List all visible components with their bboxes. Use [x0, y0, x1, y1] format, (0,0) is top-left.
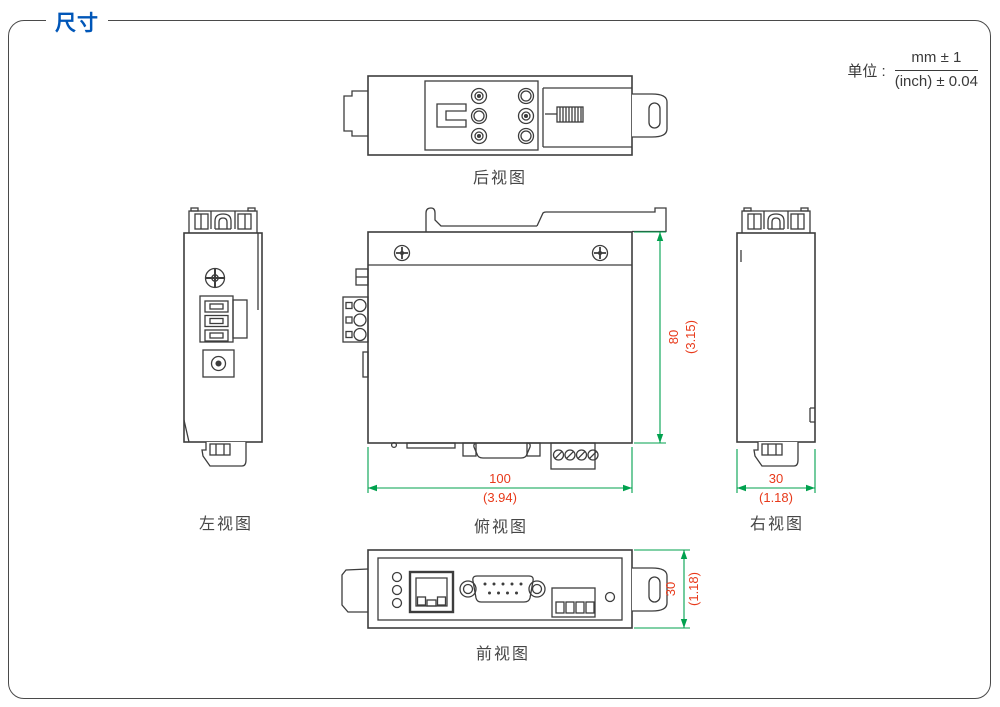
spring-icon: [545, 106, 584, 123]
top-view-drawing: [342, 207, 667, 470]
front-side-bracket: [341, 568, 369, 613]
db9-connector-icon: [459, 575, 546, 603]
unit-label: 单位 :: [847, 62, 886, 80]
din-rail-clip-icon: [741, 207, 811, 234]
dim-top-width-inch: (3.94): [483, 490, 517, 505]
caption-left-view: 左视图: [198, 516, 253, 533]
rj45-port-icon: [408, 570, 455, 614]
content-frame: [8, 20, 991, 699]
terminal-block: [199, 295, 248, 343]
bottom-edge-connectors: [390, 441, 599, 470]
front-view-drawing: [341, 549, 668, 629]
right-view-drawing: [736, 207, 816, 467]
mounting-tab: [631, 93, 668, 138]
dim-top-height-mm: 80: [666, 329, 681, 345]
caption-rear-view: 后视图: [472, 170, 527, 187]
unit-inch: (inch) ± 0.04: [894, 72, 978, 90]
dim-right-width-mm: 30: [768, 471, 784, 486]
caption-right-view: 右视图: [749, 516, 804, 533]
unit-fraction: mm ± 1 (inch) ± 0.04: [894, 49, 978, 92]
rear-mount-holes: [470, 87, 535, 145]
screw-icon: [204, 267, 226, 289]
rear-side-bracket: [343, 90, 368, 137]
dim-top-height-inch: (3.15): [683, 320, 698, 354]
din-clip-tab: [536, 207, 667, 233]
dim-front-height-inch: (1.18): [686, 572, 701, 606]
db9-pins: [483, 582, 523, 595]
caption-top-view: 俯视图: [473, 519, 528, 536]
screw-icon: [393, 244, 609, 262]
bottom-clip: [201, 441, 247, 467]
din-latch-cutout: [436, 103, 467, 128]
left-view-drawing: [183, 207, 263, 467]
din-rail-clip-icon: [188, 207, 258, 234]
dim-top-width-mm: 100: [489, 471, 511, 486]
page-title: 尺寸: [46, 7, 108, 37]
rear-view-drawing: [343, 75, 668, 156]
dimension-lines: [367, 231, 816, 629]
dim-front-height-mm: 30: [663, 581, 678, 597]
dip-switch-block: [551, 587, 596, 618]
reset-button-hole: [604, 591, 616, 603]
din-clip-hook: [425, 207, 537, 232]
terminal-screws: [550, 442, 599, 470]
bottom-clip: [753, 441, 799, 467]
unit-note: 单位 : mm ± 1 (inch) ± 0.04: [847, 49, 978, 92]
unit-mm: mm ± 1: [894, 49, 978, 71]
db9-connector-top: [473, 442, 531, 459]
power-jack-icon: [202, 349, 235, 378]
side-terminal-block: [342, 268, 369, 378]
caption-front-view: 前视图: [475, 646, 530, 663]
dim-right-width-inch: (1.18): [759, 490, 793, 505]
led-indicators: [391, 571, 403, 609]
mounting-tab: [631, 567, 668, 612]
